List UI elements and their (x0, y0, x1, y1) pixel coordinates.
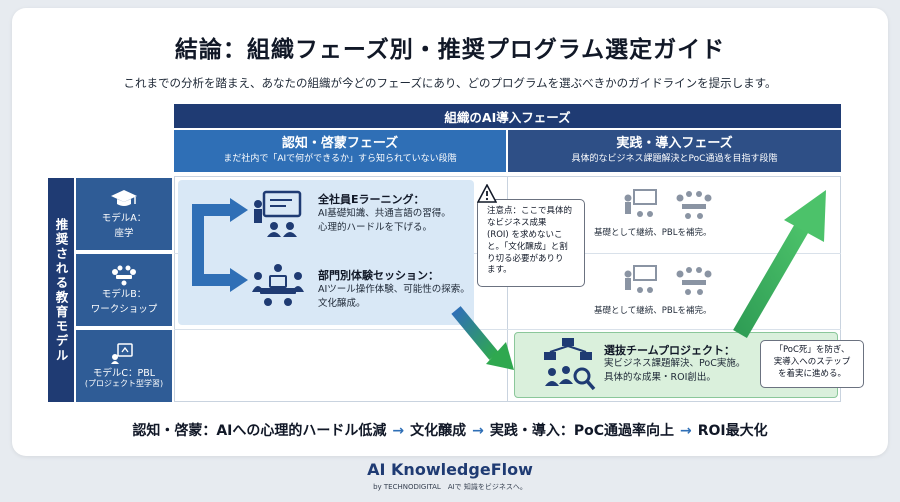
model-a-label2: 座学 (114, 228, 134, 239)
session-icon (252, 264, 304, 306)
summary-step: 文化醸成 (410, 423, 467, 439)
program-session-title: 部門別体験セッション： (318, 269, 439, 282)
model-c: モデルC：PBL (プロジェクト型学習) (76, 330, 172, 402)
note-line: を着実に進める。 (777, 368, 846, 379)
lecture-icon (111, 190, 137, 207)
desc-line: 文化醸成。 (318, 297, 366, 309)
model-b-label: モデルB： (101, 289, 147, 301)
growth-arrow (733, 190, 826, 339)
page-title: 結論：組織フェーズ別・推奨プログラム選定ガイド (174, 37, 726, 63)
grid-divider (507, 176, 508, 402)
workshop-gray-icon (676, 191, 712, 219)
note-line: 実導入へのステップ (773, 356, 851, 367)
grid-divider (174, 329, 841, 330)
program-team-title: 選抜チームプロジェクト： (604, 344, 736, 357)
desc-line: 心理的ハードルを下げる。 (318, 221, 433, 233)
model-a-label: モデルA： (101, 213, 147, 225)
lecture-gray-icon (624, 189, 657, 217)
phase-awareness-sub: まだ社内で「AIで何ができるか」すら知られていない段階 (223, 154, 457, 165)
project-icon (111, 342, 133, 364)
note-line: 「PoC死」を防ぎ、 (774, 345, 850, 355)
program-elearning-desc: AI基礎知識、共通言語の習得。 心理的ハードルを下げる。 (318, 207, 451, 235)
summary-step: 実践・導入：PoC通過率向上 (489, 423, 675, 439)
model-c-label2: (プロジェクト型学習) (84, 379, 164, 389)
model-a: モデルA： 座学 (76, 178, 172, 250)
phase-practice-title: 実践・導入フェーズ (616, 136, 733, 152)
lecture-gray-icon (624, 265, 657, 293)
brand-logo: AI KnowledgeFlow (367, 460, 533, 479)
summary-line: 認知・啓蒙：AIへの心理的ハードル低減 → 文化醸成 → 実践・導入：PoC通過率向上 →… (0, 420, 900, 440)
phase-header: 組織のAI導入フェーズ (174, 104, 841, 128)
program-elearning-title: 全社員Eラーニング： (318, 193, 425, 206)
elearning-icon (254, 190, 302, 237)
flow-green-arrow (451, 306, 514, 370)
workshop-gray-icon (676, 267, 712, 295)
arrow-right-icon: → (680, 423, 692, 439)
model-b: モデルB： ワークショップ (76, 254, 172, 326)
program-team-desc: 実ビジネス課題解決、PoC実施。 具体的な成果・ROI創出。 (604, 357, 745, 385)
page-subtitle: これまでの分析を踏まえ、あなたの組織が今どのフェーズにあり、どのプログラムを選ぶ… (123, 76, 777, 90)
desc-line: AIツール操作体験、可能性の探索。 (318, 284, 470, 295)
arrow-right-icon: → (392, 423, 405, 439)
phase-awareness-title: 認知・啓蒙フェーズ (281, 136, 399, 152)
supplement-row-a: 基礎として継続、PBLを補完。 (594, 228, 712, 238)
note-line: と。「文化醸成」と割 (487, 241, 568, 252)
desc-line: 実ビジネス課題解決、PoC実施。 (604, 358, 746, 369)
side-label: 推奨される教育モデル (48, 178, 74, 402)
supplement-row-b: 基礎として継続、PBLを補完。 (594, 306, 712, 316)
poc-note: 「PoC死」を防ぎ、 実導入へのステップ を着実に進める。 (760, 340, 864, 388)
phase-practice-sub: 具体的なビジネス課題解決とPoC通過を目指す段階 (571, 154, 778, 165)
phase-awareness: 認知・啓蒙フェーズ まだ社内で「AIで何ができるか」すら知られていない段階 (174, 130, 506, 172)
model-c-label: モデルC：PBL (92, 367, 156, 379)
note-line: ます。 (487, 265, 512, 276)
warning-icon (477, 184, 497, 203)
summary-step: ROI最大化 (697, 423, 768, 439)
arrow-right-icon: → (472, 423, 484, 439)
note-line: 注意点：ここで具体的 (487, 206, 573, 216)
team-project-icon (544, 338, 596, 391)
flow-bracket-arrow (192, 198, 248, 292)
phase-practice: 実践・導入フェーズ 具体的なビジネス課題解決とPoC通過を目指す段階 (508, 130, 841, 172)
note-line: (ROI) を求めないこ (487, 229, 563, 240)
note-line: なビジネス成果 (487, 217, 547, 228)
caution-note: 注意点：ここで具体的 なビジネス成果 (ROI) を求めないこ と。「文化醸成」… (477, 199, 585, 287)
program-session-desc: AIツール操作体験、可能性の探索。 文化醸成。 (318, 283, 470, 311)
summary-step: 認知・啓蒙：AIへの心理的ハードル低減 (132, 423, 387, 439)
workshop-icon (112, 265, 136, 286)
brand-tagline: by TECHNODIGITAL AIで 知識をビジネスへ。 (373, 483, 527, 491)
desc-line: AI基礎知識、共通言語の習得。 (318, 208, 451, 219)
desc-line: 具体的な成果・ROI創出。 (604, 371, 716, 383)
model-b-label2: ワークショップ (90, 304, 158, 315)
note-line: り切る必要がありり (487, 253, 564, 264)
